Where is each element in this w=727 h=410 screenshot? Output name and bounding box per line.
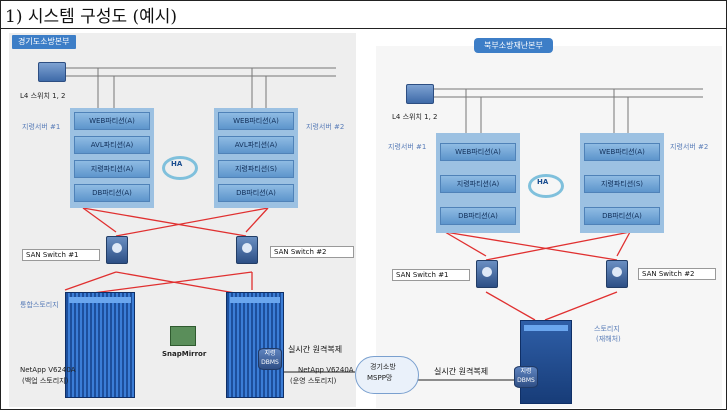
right-server2: WEB파티션(A) 지령파티션(S) DB파티션(A) <box>580 133 664 233</box>
right-ha-label: HA <box>537 178 549 186</box>
snapmirror-label: SnapMirror <box>162 350 207 358</box>
partition-command: 지령파티션(A) <box>74 160 150 178</box>
right-server2-label: 지령서버 #2 <box>670 143 709 151</box>
title-bar: 1) 시스템 구성도 (예시) <box>1 1 726 29</box>
cloud-label-2: MSPP망 <box>367 374 393 382</box>
left-l4-label: L4 스위치 1, 2 <box>20 92 66 100</box>
left-ha-icon <box>162 156 198 180</box>
right-replication-label: 실시간 원격복제 <box>434 367 489 376</box>
left-site-tag: 경기도소방본부 <box>12 35 76 49</box>
left-backup-storage <box>65 292 135 398</box>
partition-avl: AVL파티션(A) <box>74 136 150 154</box>
page-title: 1) 시스템 구성도 (예시) <box>5 7 178 27</box>
right-san2-switch-icon <box>606 260 628 288</box>
partition-web: WEB파티션(A) <box>218 112 294 130</box>
left-server1: WEB파티션(A) AVL파티션(A) 지령파티션(A) DB파티션(A) <box>70 108 154 208</box>
left-ha-label: HA <box>171 160 183 168</box>
right-storage <box>520 320 572 404</box>
right-l4-switch-icon <box>406 84 434 104</box>
partition-db: DB파티션(A) <box>584 207 660 225</box>
backup-storage-sub: (백업 스토리지) <box>22 377 69 385</box>
left-san2-switch-icon <box>236 236 258 264</box>
partition-db: DB파티션(A) <box>440 207 516 225</box>
left-l4-switch-icon <box>38 62 66 82</box>
partition-command: 지령파티션(A) <box>440 175 516 193</box>
left-san1-switch-icon <box>106 236 128 264</box>
right-db-icon: 지령DBMS <box>514 366 538 388</box>
left-storage-label: 통합스토리지 <box>20 301 59 309</box>
right-san1-label: SAN Switch #1 <box>392 269 470 281</box>
snapmirror-icon <box>170 326 196 346</box>
right-san2-label: SAN Switch #2 <box>638 268 716 280</box>
right-server1: WEB파티션(A) 지령파티션(A) DB파티션(A) <box>436 133 520 233</box>
left-op-storage <box>226 292 284 398</box>
op-storage-sub: (운영 스토리지) <box>290 377 337 385</box>
partition-avl: AVL파티션(A) <box>218 136 294 154</box>
left-san2-label: SAN Switch #2 <box>270 246 354 258</box>
right-storage-label: 스토리지 <box>594 325 620 333</box>
left-server2-label: 지령서버 #2 <box>306 123 345 131</box>
cloud-label-1: 경기소방 <box>370 363 396 371</box>
right-site-tag: 북부소방재난본부 <box>474 38 553 53</box>
partition-command: 지령파티션(S) <box>218 160 294 178</box>
left-server2: WEB파티션(A) AVL파티션(A) 지령파티션(S) DB파티션(A) <box>214 108 298 208</box>
partition-web: WEB파티션(A) <box>74 112 150 130</box>
mspp-network-cloud-icon <box>355 356 419 394</box>
left-server1-label: 지령서버 #1 <box>22 123 61 131</box>
right-server1-label: 지령서버 #1 <box>388 143 427 151</box>
op-storage-name: NetApp V6240A <box>298 366 354 374</box>
partition-db: DB파티션(A) <box>74 184 150 202</box>
partition-db: DB파티션(A) <box>218 184 294 202</box>
right-san1-switch-icon <box>476 260 498 288</box>
partition-web: WEB파티션(A) <box>584 143 660 161</box>
right-l4-label: L4 스위치 1, 2 <box>392 113 438 121</box>
left-san1-label: SAN Switch #1 <box>22 249 100 261</box>
left-replication-label: 실시간 원격복제 <box>288 345 343 354</box>
right-storage-sub: (재해처) <box>596 335 621 343</box>
partition-web: WEB파티션(A) <box>440 143 516 161</box>
partition-command: 지령파티션(S) <box>584 175 660 193</box>
right-ha-icon <box>528 174 564 198</box>
backup-storage-name: NetApp V6240A <box>20 366 76 374</box>
left-db-icon: 지령DBMS <box>258 348 282 370</box>
